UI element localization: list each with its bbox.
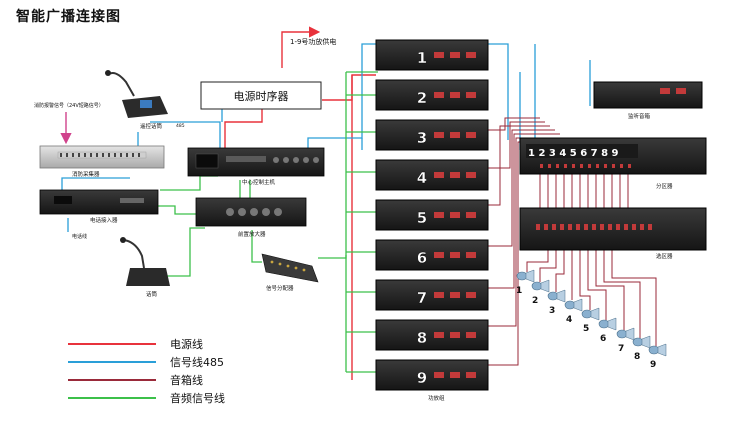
page-title: 智能广播连接图 xyxy=(16,9,121,25)
legend-label: 音箱线 xyxy=(170,373,203,387)
amp-number: 5 xyxy=(417,209,427,227)
legend-label: 信号线485 xyxy=(170,355,224,369)
horn-speaker-icon xyxy=(581,307,600,321)
rs485-label: 485 xyxy=(176,123,185,129)
amp-number: 3 xyxy=(417,129,427,147)
zone-splitter-device: 1 2 3 4 5 6 7 8 9 xyxy=(519,137,707,175)
phone-interface-label: 电话接入器 xyxy=(90,216,118,224)
sequencer-label: 电源时序器 xyxy=(234,89,289,103)
power-sequencer: 电源时序器 xyxy=(200,81,322,110)
zone-selector-device xyxy=(519,207,707,251)
speaker-number: 9 xyxy=(650,360,656,370)
horn-speaker-icon xyxy=(547,289,566,303)
zone-selector-label: 选区器 xyxy=(656,252,673,260)
horn-speaker-icon xyxy=(616,327,635,341)
supply-label: 1-9号功放供电 xyxy=(290,37,336,46)
fire-signal-label: 消防报警信号（24V短路信号） xyxy=(34,102,104,109)
legend-label: 电源线 xyxy=(170,337,203,351)
signal-splitter-device xyxy=(261,253,319,283)
speaker-number: 3 xyxy=(549,306,555,316)
main-controller-label: 中心控制主机 xyxy=(242,178,276,186)
speaker-number: 2 xyxy=(532,296,538,306)
zone-digits: 1 2 3 4 5 6 7 8 9 xyxy=(528,148,619,159)
amp-number: 2 xyxy=(417,89,427,107)
phone-interface-device xyxy=(39,189,159,215)
speaker-number: 5 xyxy=(583,324,589,334)
horn-speaker-icon xyxy=(632,335,651,349)
preamplifier-device xyxy=(195,197,307,227)
power-lines xyxy=(224,26,376,380)
horn-speaker-icon xyxy=(531,279,550,293)
splitter-label: 信号分配器 xyxy=(266,284,294,292)
amp-number: 7 xyxy=(417,289,427,307)
horn-speaker-icon xyxy=(598,317,617,331)
paging-label: 遥控话筒 xyxy=(140,122,163,130)
amp-number: 9 xyxy=(417,369,427,387)
amp-unit-label: 功放组 xyxy=(428,394,445,402)
amplifier-stack: 1 2 3 4 5 6 7 8 9 xyxy=(375,39,489,391)
monitor-device xyxy=(593,81,703,109)
amp-number: 1 xyxy=(417,49,427,67)
preamp-label: 前置放大器 xyxy=(238,230,266,238)
speakers xyxy=(516,269,667,357)
speaker-number: 4 xyxy=(566,315,572,325)
speaker-number: 1 xyxy=(516,286,522,296)
amp-number: 8 xyxy=(417,329,427,347)
horn-speaker-icon xyxy=(516,269,535,283)
phone-line-label: 电话线 xyxy=(72,233,87,240)
monitor-label: 监听音箱 xyxy=(628,112,651,120)
audio-lines xyxy=(148,71,378,373)
horn-speaker-icon xyxy=(564,298,583,312)
fire-collector-label: 消防采集器 xyxy=(72,170,100,178)
amp-number: 6 xyxy=(417,249,427,267)
legend: 电源线 信号线485 音箱线 音频信号线 xyxy=(68,337,225,405)
speaker-number: 7 xyxy=(618,344,624,354)
desk-microphone-icon xyxy=(120,237,170,286)
paging-microphone-icon xyxy=(105,70,168,118)
horn-speaker-icon xyxy=(648,343,667,357)
speaker-number: 6 xyxy=(600,334,606,344)
zone-splitter-label: 分区器 xyxy=(656,182,673,190)
mic-label: 话筒 xyxy=(146,290,158,298)
main-controller-device xyxy=(187,147,325,177)
fire-collector-device xyxy=(39,145,165,169)
amp-number: 4 xyxy=(417,169,427,187)
speaker-number: 8 xyxy=(634,352,640,362)
legend-label: 音频信号线 xyxy=(170,391,225,405)
